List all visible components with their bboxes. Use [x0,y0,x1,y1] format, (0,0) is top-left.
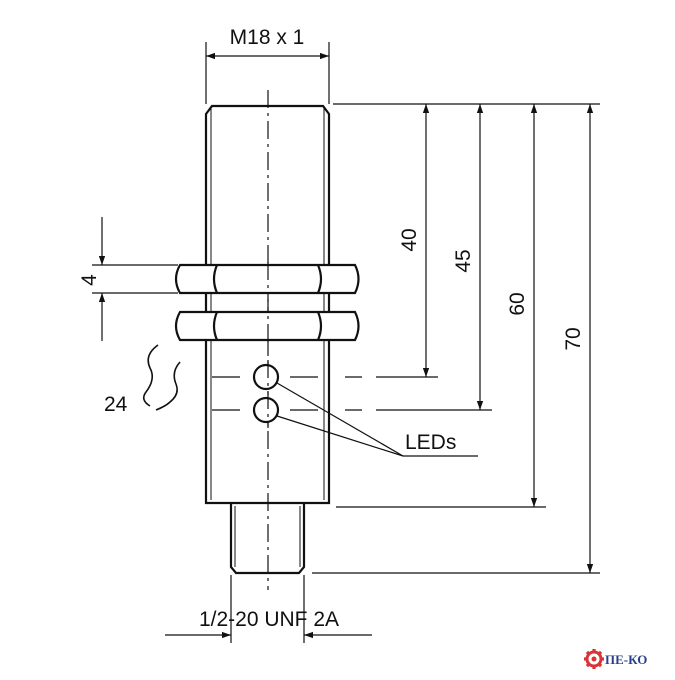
gear-icon [584,649,604,669]
nut-lower [174,310,360,342]
thread-top-label: M18 x 1 [230,26,305,49]
dim-40-label: 40 [398,228,421,251]
dim-nut-thickness [92,217,178,341]
watermark-logo: ПЕ-КО [584,649,647,669]
extension-lines [312,103,600,574]
led-reference-lines [212,376,492,411]
thread-bottom-label: 1/2-20 UNF 2A [199,608,339,631]
led-upper [252,363,280,391]
nut-thickness-label: 4 [78,274,101,286]
dim-60-label: 60 [506,292,529,315]
wrench-icon [142,344,181,411]
dim-thread-top [205,42,330,104]
watermark-text: ПЕ-КО [605,652,647,667]
led-indicators [252,363,280,424]
dim-thread-bottom [165,575,372,643]
dim-45-label: 45 [452,249,475,272]
wrench-size-label: 24 [104,393,128,416]
leds-leader [276,382,478,457]
sensor-body [204,104,331,505]
dim-70-label: 70 [562,327,585,350]
body-outline [204,104,331,505]
led-lower [252,396,280,424]
nut-upper [174,263,360,295]
leds-label: LEDs [405,431,456,454]
